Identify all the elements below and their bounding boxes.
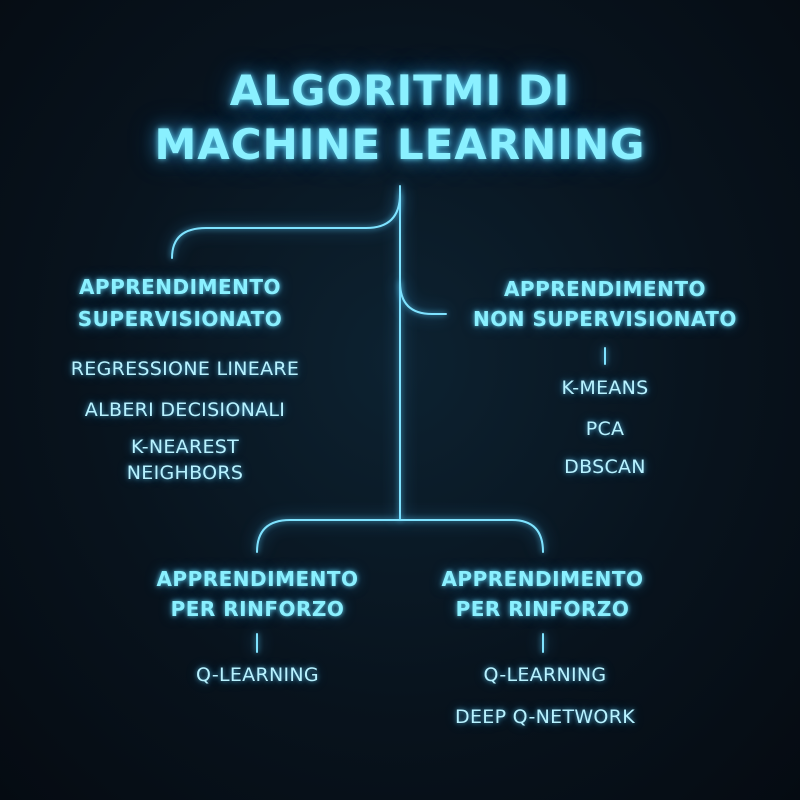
reinforcement-right-heading-line-2: PER RINFORZO [455, 597, 630, 621]
supervised-item: K-NEAREST [130, 436, 240, 458]
unsupervised-heading-line-2: NON SUPERVISIONATO [473, 307, 737, 331]
reinforcement-right-item: DEEP Q-NETWORK [455, 706, 635, 728]
diagram-title-line-1: ALGORITMI DI [229, 66, 571, 115]
reinforcement-left-item: Q-LEARNING [196, 664, 319, 686]
unsupervised-connector [399, 281, 447, 315]
reinforcement-left-heading-line-1: APPRENDIMENTO [156, 567, 359, 591]
unsupervised-heading-line-1: APPRENDIMENTO [503, 277, 707, 301]
supervised-item: REGRESSIONE LINEARE [70, 358, 300, 380]
diagram-title-line-2: MACHINE LEARNING [154, 120, 646, 169]
reinforcement-left-heading-line-2: PER RINFORZO [170, 597, 345, 621]
unsupervised-item: PCA [585, 418, 625, 440]
bottom-split-connector [256, 519, 544, 553]
unsupervised-item: K-MEANS [561, 377, 649, 399]
supervised-heading-line-1: APPRENDIMENTO [78, 275, 282, 299]
unsupervised-item: DBSCAN [564, 456, 646, 478]
supervised-connector [171, 193, 401, 259]
supervised-heading-line-2: SUPERVISIONATO [77, 307, 283, 331]
reinforcement-right-item: Q-LEARNING [483, 664, 607, 686]
supervised-item: NEIGHBORS [126, 462, 244, 484]
reinforcement-right-heading-line-1: APPRENDIMENTO [441, 567, 644, 591]
supervised-item: ALBERI DECISIONALI [84, 399, 286, 421]
